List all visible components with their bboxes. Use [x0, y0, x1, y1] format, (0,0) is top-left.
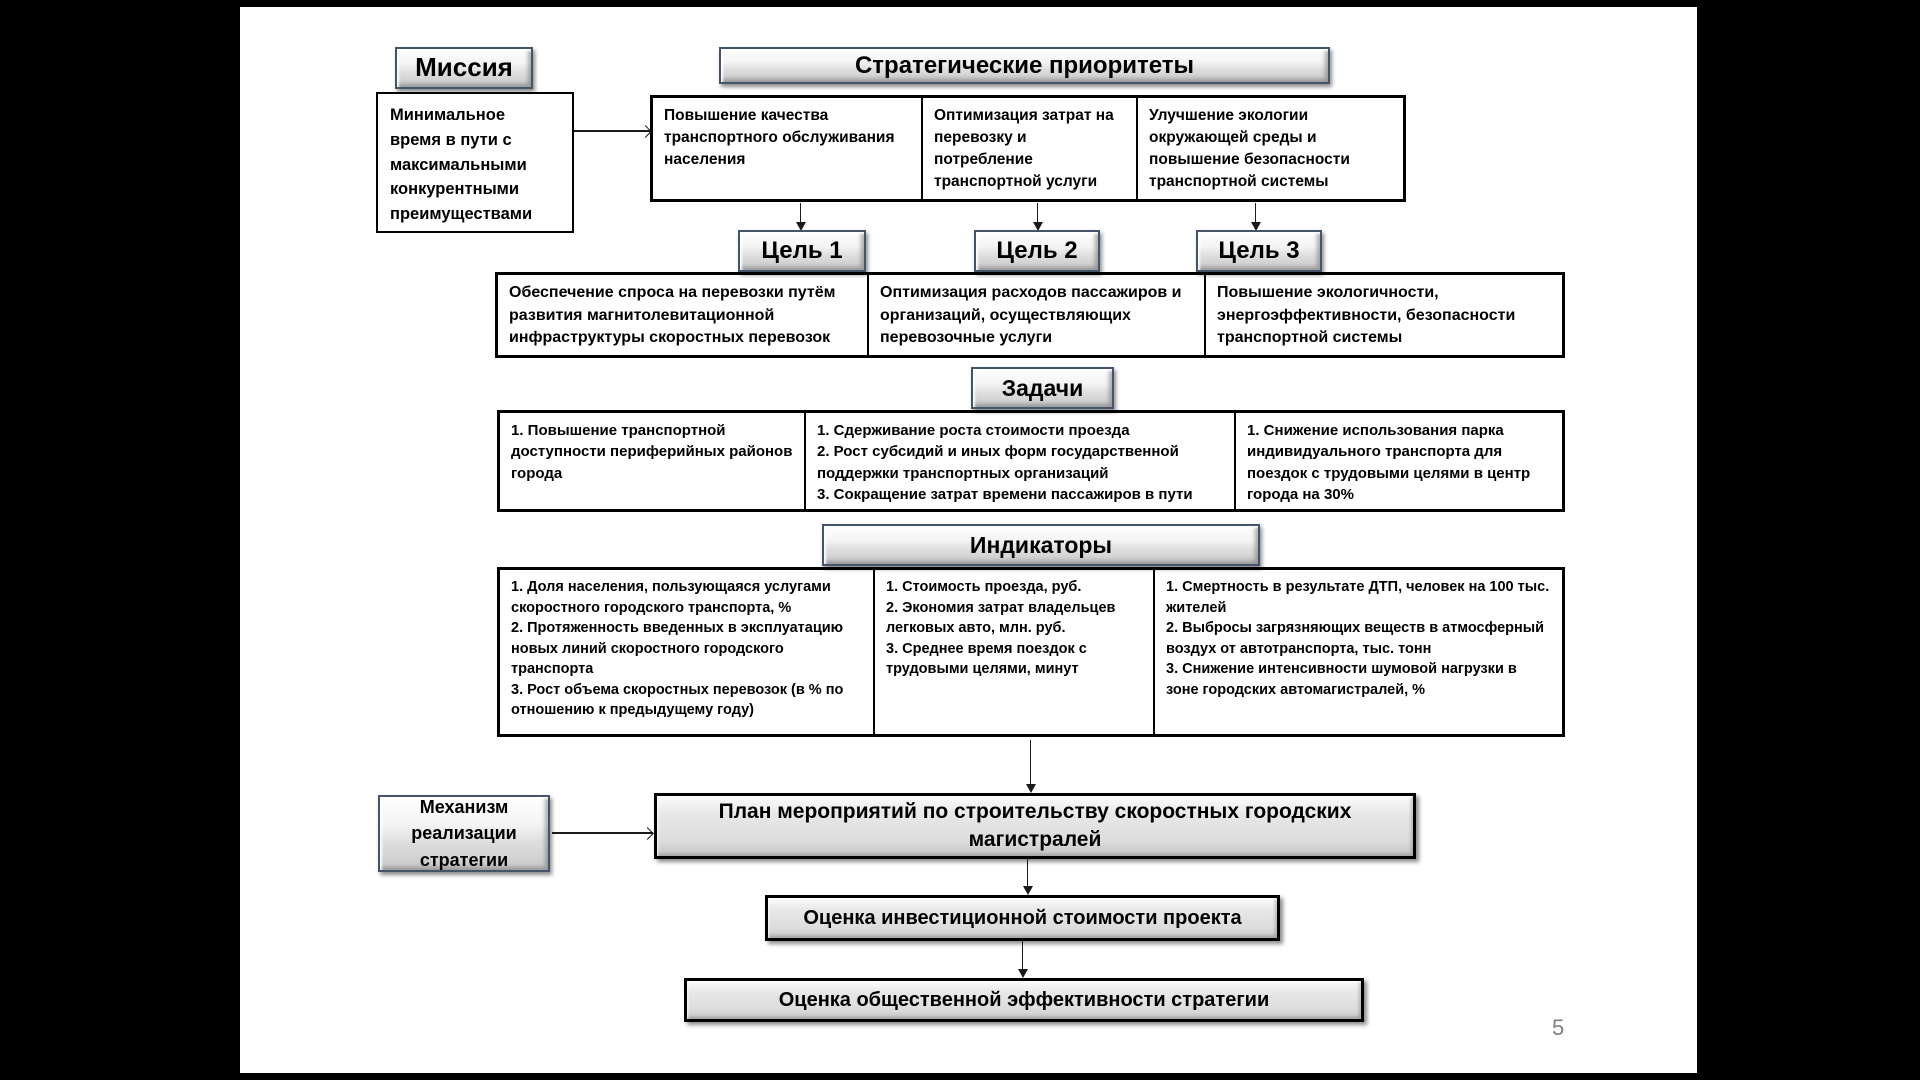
- arrow-head-down-icon: [1250, 222, 1261, 231]
- arrow-mission-to-priorities: [574, 124, 652, 138]
- priorities-row: Повышение качества транспортного обслужи…: [650, 95, 1406, 202]
- arrow-shaft: [799, 203, 802, 222]
- arrow-head-down-icon: [1025, 784, 1036, 793]
- social-assessment-box: Оценка общественной эффективности страте…: [684, 978, 1364, 1022]
- arrow-head-down-icon: [1022, 886, 1033, 895]
- goal-cell-2: Оптимизация расходов пассажиров и органи…: [867, 275, 1204, 355]
- arrow-priority2-to-goal2: [1032, 203, 1043, 231]
- arrow-mechanism-to-plan: [552, 826, 654, 840]
- arrow-priority1-to-goal1: [795, 203, 806, 231]
- arrow-shaft: [574, 130, 651, 132]
- mission-text: Минимальное время в пути с максимальными…: [390, 106, 533, 223]
- tasks-header: Задачи: [971, 367, 1114, 409]
- mission-text-box: Минимальное время в пути с максимальными…: [376, 92, 574, 233]
- tasks-row: 1. Повышение транспортной доступности пе…: [497, 410, 1565, 512]
- mission-title-label: Миссия: [415, 52, 513, 83]
- arrow-head-down-icon: [795, 222, 806, 231]
- goal-2-label: Цель 2: [996, 237, 1078, 265]
- task-cell-2: 1. Сдерживание роста стоимости проезда 2…: [804, 413, 1234, 509]
- arrow-plan-to-investment: [1022, 859, 1033, 895]
- arrow-investment-to-social: [1017, 941, 1028, 978]
- tasks-header-label: Задачи: [1001, 374, 1084, 401]
- arrow-shaft: [1021, 941, 1024, 969]
- plan-box: План мероприятий по строительству скорос…: [654, 793, 1416, 859]
- priority-cell-3: Улучшение экологии окружающей среды и по…: [1136, 98, 1403, 199]
- arrow-shaft: [552, 832, 653, 834]
- mechanism-label: Механизм реализации стратегии: [411, 797, 517, 870]
- slide: Миссия Минимальное время в пути с максим…: [240, 7, 1697, 1073]
- goal-1-button: Цель 1: [738, 230, 866, 272]
- arrow-head-down-icon: [1017, 969, 1028, 978]
- arrow-shaft: [1036, 203, 1039, 222]
- indicators-header: Индикаторы: [822, 524, 1260, 566]
- arrow-shaft: [1026, 859, 1029, 886]
- goal-cell-1: Обеспечение спроса на перевозки путём ра…: [509, 284, 836, 347]
- task-cell-1: 1. Повышение транспортной доступности пе…: [511, 422, 793, 482]
- indicator-cell-1: 1. Доля населения, пользующаяся услугами…: [511, 579, 844, 719]
- indicator-cell-3: 1. Смертность в результате ДТП, человек …: [1153, 570, 1562, 734]
- arrow-shaft: [1029, 740, 1032, 784]
- priorities-header-label: Стратегические приоритеты: [854, 51, 1195, 79]
- social-assessment-label: Оценка общественной эффективности страте…: [778, 988, 1270, 1011]
- goal-1-label: Цель 1: [761, 237, 843, 265]
- indicator-cell-2: 1. Стоимость проезда, руб. 2. Экономия з…: [873, 570, 1153, 734]
- priority-cell-2: Оптимизация затрат на перевозку и потреб…: [921, 98, 1136, 199]
- goals-row: Обеспечение спроса на перевозки путём ра…: [495, 272, 1565, 358]
- priority-cell-1: Повышение качества транспортного обслужи…: [664, 107, 895, 168]
- goal-cell-3: Повышение экологичности, энергоэффективн…: [1204, 275, 1562, 355]
- investment-assessment-label: Оценка инвестиционной стоимости проекта: [803, 906, 1242, 929]
- arrow-head-down-icon: [1032, 222, 1043, 231]
- plan-label: План мероприятий по строительству скорос…: [718, 799, 1352, 851]
- task-cell-3: 1. Снижение использования парка индивиду…: [1234, 413, 1562, 509]
- indicators-row: 1. Доля населения, пользующаяся услугами…: [497, 567, 1565, 737]
- priorities-header: Стратегические приоритеты: [719, 47, 1330, 84]
- goal-3-button: Цель 3: [1196, 230, 1322, 272]
- arrow-head-right-icon: [641, 826, 654, 840]
- goal-2-button: Цель 2: [974, 230, 1100, 272]
- arrow-shaft: [1254, 203, 1257, 222]
- arrow-indicators-to-plan: [1025, 740, 1036, 793]
- goal-3-label: Цель 3: [1218, 237, 1300, 265]
- page-number: 5: [1552, 1015, 1565, 1040]
- arrow-priority3-to-goal3: [1250, 203, 1261, 231]
- mission-title-box: Миссия: [395, 47, 533, 89]
- indicators-header-label: Индикаторы: [969, 531, 1113, 558]
- investment-assessment-box: Оценка инвестиционной стоимости проекта: [765, 895, 1280, 941]
- mechanism-box: Механизм реализации стратегии: [378, 795, 550, 872]
